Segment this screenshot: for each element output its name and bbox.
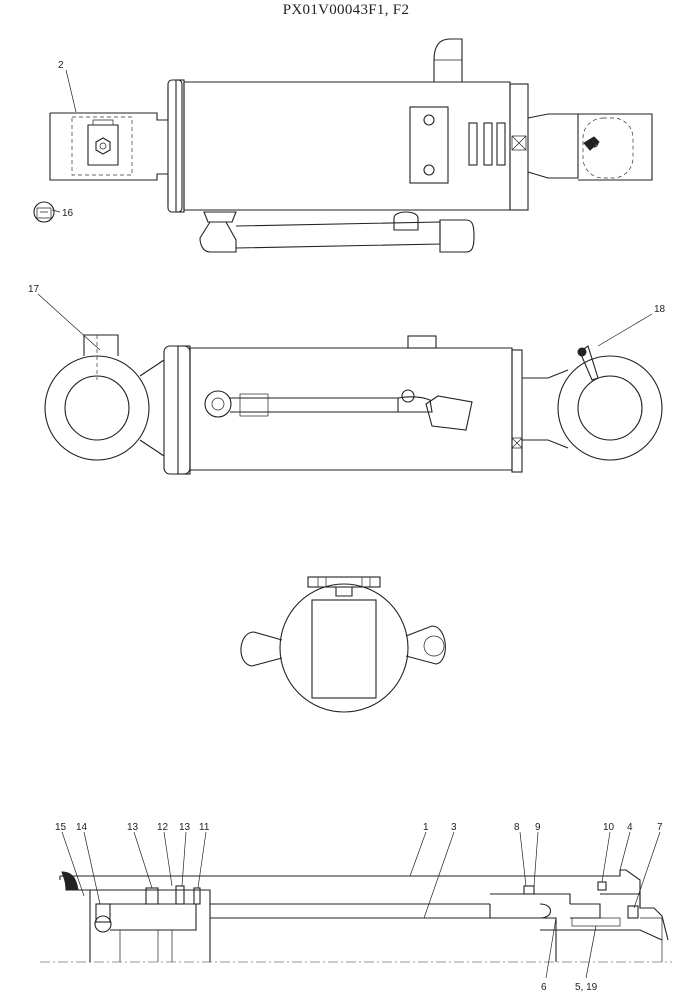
callout-13: 13 (179, 822, 191, 833)
section-view (40, 869, 672, 963)
callout-5-19: 5, 19 (575, 982, 598, 993)
callout-10: 10 (603, 822, 615, 833)
callout-11: 11 (199, 822, 210, 833)
drawing-number: PX01V00043F1, F2 (282, 2, 410, 18)
side-view (44, 334, 663, 475)
callout-6: 6 (541, 982, 547, 993)
callout-4: 4 (627, 822, 633, 833)
callout-16: 16 (62, 208, 74, 219)
callout-15: 15 (55, 822, 67, 833)
callout-2: 2 (58, 60, 64, 71)
callout-12: 12 (157, 822, 169, 833)
callout-17: 17 (28, 284, 40, 295)
callout-13: 13 (127, 822, 139, 833)
callout-leaders (37, 69, 661, 979)
callout-3: 3 (451, 822, 457, 833)
callout-7: 7 (657, 822, 663, 833)
top-view (33, 38, 653, 253)
callout-8: 8 (514, 822, 520, 833)
end-view (240, 576, 446, 713)
callout-18: 18 (654, 304, 666, 315)
callout-1: 1 (423, 822, 429, 833)
callout-9: 9 (535, 822, 541, 833)
callout-14: 14 (76, 822, 88, 833)
